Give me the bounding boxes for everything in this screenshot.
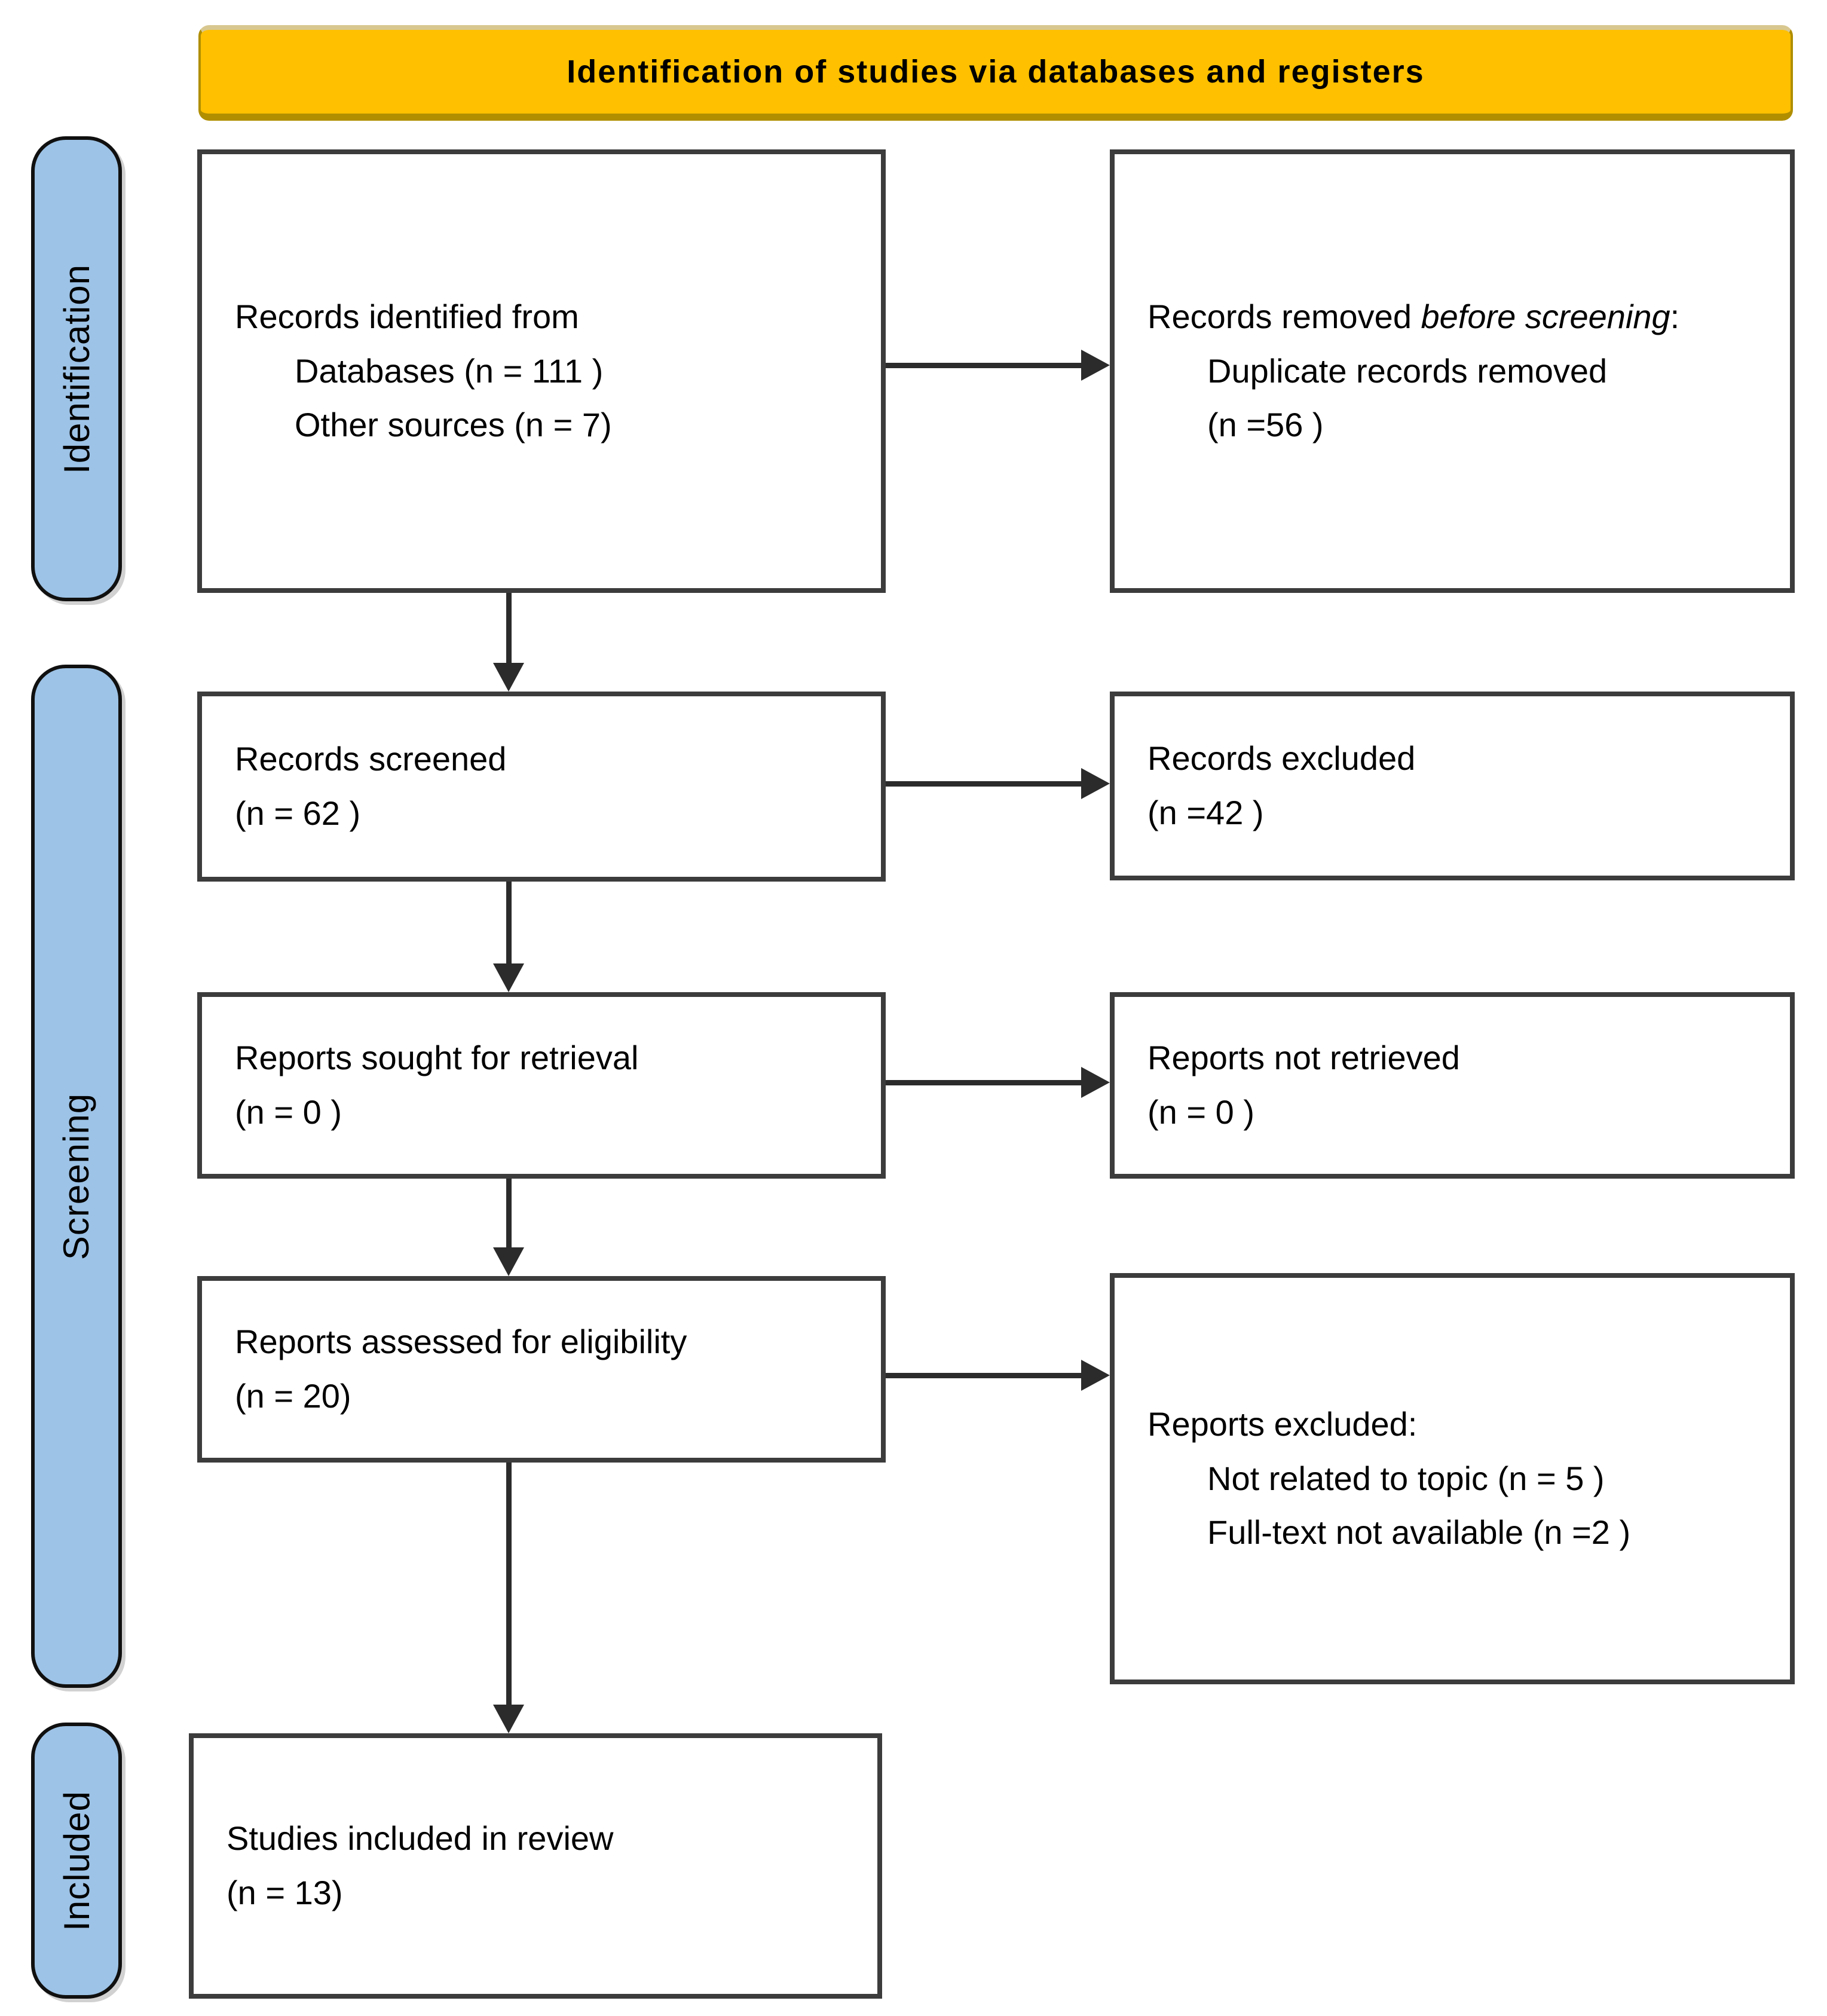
box-reports-assessed: Reports assessed for eligibility (n = 20)	[197, 1276, 886, 1463]
box-text-line: (n = 0 )	[1147, 1093, 1254, 1131]
stage-screening: Screening	[31, 665, 122, 1688]
arrowhead-down-icon	[493, 663, 524, 692]
box-studies-included: Studies included in review (n = 13)	[189, 1733, 882, 1999]
stage-identification: Identification	[31, 136, 122, 601]
box-reports-excluded: Reports excluded: Not related to topic (n…	[1110, 1273, 1795, 1684]
box-reports-sought: Reports sought for retrieval (n = 0 )	[197, 992, 886, 1179]
stage-included-label: Included	[56, 1790, 97, 1931]
arrowhead-down-icon	[493, 1247, 524, 1276]
box-text-line: Full-text not available (n =2 )	[1207, 1513, 1631, 1552]
box-text-line: (n =56 )	[1207, 406, 1324, 444]
box-text-line: Records excluded	[1147, 739, 1416, 778]
arrowhead-right-icon	[1081, 1360, 1110, 1391]
box-records-excluded: Records excluded (n =42 )	[1110, 692, 1795, 880]
box-text-line: Other sources (n = 7)	[295, 406, 612, 444]
box-text-line: Records screened	[235, 740, 507, 778]
stage-included: Included	[31, 1723, 122, 1999]
arrowhead-right-icon	[1081, 768, 1110, 799]
box-text-line: Not related to topic (n = 5 )	[1207, 1459, 1605, 1497]
arrowhead-right-icon	[1081, 1067, 1110, 1098]
box-text-line: (n = 0 )	[235, 1093, 342, 1131]
box-text-line: (n = 20)	[235, 1377, 351, 1415]
diagram-title: Identification of studies via databases …	[567, 54, 1425, 90]
box-text-line: Reports sought for retrieval	[235, 1039, 639, 1077]
box-reports-not-retrieved: Reports not retrieved (n = 0 )	[1110, 992, 1795, 1179]
box-text-line: Duplicate records removed	[1207, 351, 1608, 390]
box-records-screened: Records screened (n = 62 )	[197, 692, 886, 882]
arrowhead-right-icon	[1081, 350, 1110, 381]
arrowhead-down-icon	[493, 1705, 524, 1733]
box-records-removed-before-screening: Records removed before screening: Duplica…	[1110, 149, 1795, 593]
box-text-line: Reports assessed for eligibility	[235, 1323, 687, 1361]
box-text-line: Records identified from	[235, 297, 579, 335]
box-text-line: Reports excluded:	[1147, 1405, 1418, 1443]
diagram-title-banner: Identification of studies via databases …	[198, 25, 1793, 121]
box-text-line: (n = 13)	[227, 1874, 343, 1911]
arrowhead-down-icon	[493, 963, 524, 992]
stage-identification-label: Identification	[56, 264, 97, 474]
box-text-line: Databases (n = 111 )	[295, 351, 604, 390]
box-text-line: (n =42 )	[1147, 794, 1264, 831]
box-text-line: (n = 62 )	[235, 794, 361, 832]
box-text-line: Reports not retrieved	[1147, 1039, 1460, 1077]
box-text-line: Records removed before screening:	[1147, 297, 1680, 335]
box-text-line: Studies included in review	[227, 1819, 614, 1858]
stage-screening-label: Screening	[56, 1093, 97, 1260]
